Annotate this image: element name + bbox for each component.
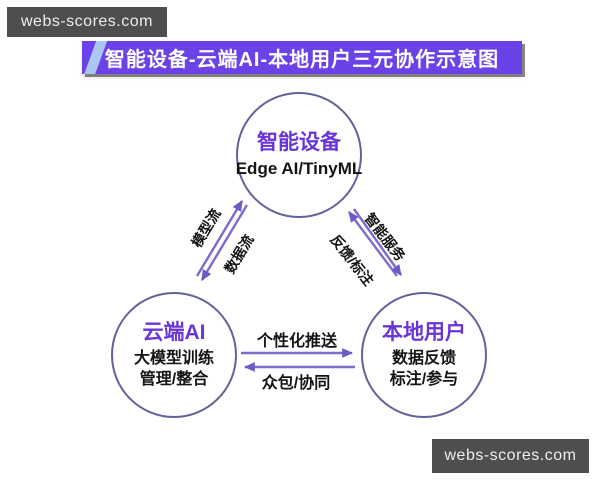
edge-label-model-flow: 模型流 [188, 205, 224, 251]
edge-label-smart-service: 智能服务 [361, 210, 409, 264]
edge-label-crowdsource-collab: 众包/协同 [261, 375, 331, 392]
node-cloud-ai-line1: 大模型训练 [133, 349, 214, 367]
node-cloud-ai-line2: 管理/整合 [139, 371, 209, 389]
node-smart-device-subtitle: Edge AI/TinyML [235, 158, 363, 178]
node-smart-device: 智能设备 Edge AI/TinyML [236, 92, 362, 218]
diagram-title: 智能设备-云端AI-本地用户三元协作示意图 [104, 49, 500, 71]
node-smart-device-title: 智能设备 [257, 131, 341, 155]
watermark-bottom-right: webs-scores.com [432, 439, 589, 473]
watermark-top-left: webs-scores.com [7, 7, 167, 37]
edge-label-data-flow: 数据流 [221, 231, 257, 277]
node-cloud-ai-title: 云端AI [142, 321, 206, 345]
node-local-user-title: 本地用户 [382, 321, 466, 345]
title-banner: 智能设备-云端AI-本地用户三元协作示意图 [82, 41, 522, 74]
node-cloud-ai: 云端AI 大模型训练 管理/整合 [111, 292, 237, 418]
node-local-user-line1: 数据反馈 [391, 349, 456, 367]
node-local-user: 本地用户 数据反馈 标注/参与 [361, 292, 487, 418]
edge-label-feedback-annotation: 反馈/标注 [327, 231, 377, 289]
edge-label-personalized-push: 个性化推送 [256, 333, 338, 350]
node-local-user-line2: 标注/参与 [389, 371, 459, 389]
